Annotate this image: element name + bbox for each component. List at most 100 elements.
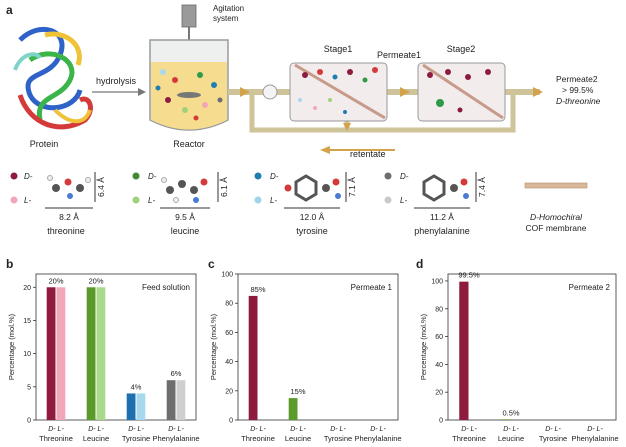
panel-a-label: a bbox=[6, 3, 13, 17]
bar-l-leucine bbox=[96, 287, 106, 420]
panel-a: a Protein hydrolysis Agitati bbox=[6, 3, 601, 236]
stage1-module bbox=[289, 62, 388, 122]
pair-label: D- L- bbox=[128, 426, 144, 433]
x-category-label: Tyrosine bbox=[122, 434, 150, 443]
y-tick-label: 20 bbox=[435, 390, 443, 397]
flow-arrow-down bbox=[343, 123, 351, 131]
molecule-leucine: D- L- 9.5 Å 6.1 Å leucine bbox=[132, 172, 229, 236]
agitation-label-2: system bbox=[213, 14, 239, 23]
hydrolysis-label: hydrolysis bbox=[96, 76, 137, 86]
value-label: 0.5% bbox=[502, 408, 519, 417]
protein-label: Protein bbox=[30, 139, 59, 149]
bar-l-tyrosine bbox=[136, 393, 146, 420]
molecule-name-leucine: leucine bbox=[171, 226, 200, 236]
flow-arrow-3 bbox=[533, 87, 543, 97]
y-tick-label: 80 bbox=[435, 306, 443, 313]
y-tick-label: 0 bbox=[439, 418, 443, 425]
molecule-tyrosine: D- L- 12.0 Å 7.1 Å tyrosine bbox=[254, 172, 357, 236]
flow-arrow-2 bbox=[400, 87, 410, 97]
pair-label: D- L- bbox=[370, 426, 386, 433]
bar-d-leucine bbox=[86, 287, 96, 420]
bar-d-threonine bbox=[248, 295, 258, 420]
y-tick-label: 40 bbox=[225, 359, 233, 366]
panel-label-b: b bbox=[6, 257, 13, 271]
pair-label: D- L- bbox=[290, 426, 306, 433]
svg-text:7.4 Å: 7.4 Å bbox=[477, 177, 487, 197]
molecule-name-threonine: threonine bbox=[47, 226, 85, 236]
hydrolysis-arrowhead bbox=[138, 88, 146, 96]
permeate2-line3: D-threonine bbox=[556, 96, 601, 106]
value-label: 4% bbox=[131, 382, 142, 391]
plot-frame bbox=[35, 273, 197, 421]
y-tick-label: 60 bbox=[435, 334, 443, 341]
svg-text:8.2 Å: 8.2 Å bbox=[59, 212, 79, 222]
y-tick-label: 0 bbox=[229, 418, 233, 425]
x-category-label: Leucine bbox=[498, 434, 524, 443]
membrane-label-2: COF membrane bbox=[526, 223, 587, 233]
svg-text:12.0 Å: 12.0 Å bbox=[300, 212, 325, 222]
y-tick-label: 100 bbox=[431, 278, 443, 285]
bar-d-phenylalanine bbox=[166, 380, 176, 420]
agitation-label-1: Agitation bbox=[213, 4, 244, 13]
pair-label: D- L- bbox=[250, 426, 266, 433]
bar-l-phenylalanine bbox=[176, 380, 186, 420]
x-category-label: Threonine bbox=[452, 434, 486, 443]
y-tick-label: 80 bbox=[225, 301, 233, 308]
bar-d-threonine bbox=[46, 287, 56, 420]
bar-d-tyrosine bbox=[126, 393, 136, 420]
svg-text:L-: L- bbox=[24, 196, 31, 205]
svg-text:11.2 Å: 11.2 Å bbox=[430, 212, 454, 222]
svg-text:D-: D- bbox=[148, 172, 157, 181]
y-tick-label: 100 bbox=[221, 272, 233, 279]
stage2-module bbox=[417, 62, 506, 122]
pair-label: D- L- bbox=[503, 426, 519, 433]
x-category-label: Phenylalanine bbox=[152, 434, 199, 443]
value-label: 20% bbox=[48, 276, 63, 285]
value-label: 20% bbox=[88, 276, 103, 285]
membrane-label-1: D-Homochiral bbox=[530, 212, 583, 222]
y-tick-label: 20 bbox=[225, 388, 233, 395]
y-axis-label: Percentage (mol.%) bbox=[7, 313, 16, 380]
pair-label: D- L- bbox=[330, 426, 346, 433]
svg-text:D-: D- bbox=[24, 172, 33, 181]
stage1-label: Stage1 bbox=[324, 44, 353, 54]
pair-label: D- L- bbox=[48, 426, 64, 433]
pair-label: D- L- bbox=[587, 426, 603, 433]
y-axis-label: Percentage (mol.%) bbox=[209, 313, 218, 380]
retentate-label: retentate bbox=[350, 149, 386, 159]
bar-d-leucine bbox=[288, 398, 298, 420]
chart-annotation: Permeate 1 bbox=[351, 283, 393, 292]
bar-d-threonine bbox=[459, 281, 469, 420]
svg-text:D-: D- bbox=[400, 172, 409, 181]
x-category-label: Threonine bbox=[39, 434, 73, 443]
x-category-label: Tyrosine bbox=[539, 434, 567, 443]
molecule-phenylalanine: D- L- 11.2 Å 7.4 Å phenylalanine bbox=[384, 172, 487, 236]
panel-label-d: d bbox=[416, 257, 423, 271]
permeate2-line1: Permeate2 bbox=[556, 74, 598, 84]
svg-text:L-: L- bbox=[270, 196, 277, 205]
bar-d-leucine bbox=[501, 419, 511, 420]
value-label: 15% bbox=[290, 387, 305, 396]
panel-label-c: c bbox=[208, 257, 215, 271]
x-category-label: Tyrosine bbox=[324, 434, 352, 443]
x-category-label: Phenylalanine bbox=[571, 434, 618, 443]
y-tick-label: 60 bbox=[225, 330, 233, 337]
y-tick-label: 0 bbox=[27, 418, 31, 425]
x-category-label: Leucine bbox=[285, 434, 311, 443]
chart-annotation: Permeate 2 bbox=[569, 283, 611, 292]
molecule-threonine: D- L- 8.2 Å 6.4 Å threonine bbox=[10, 172, 106, 236]
molecule-name-phenylalanine: phenylalanine bbox=[414, 226, 470, 236]
svg-text:7.1 Å: 7.1 Å bbox=[347, 177, 357, 197]
reactor-label: Reactor bbox=[173, 139, 205, 149]
pair-label: D- L- bbox=[88, 426, 104, 433]
svg-text:9.5 Å: 9.5 Å bbox=[175, 212, 195, 222]
x-category-label: Phenylalanine bbox=[354, 434, 401, 443]
protein-structure-image bbox=[13, 26, 93, 130]
membrane-swatch bbox=[524, 182, 588, 189]
svg-text:6.4 Å: 6.4 Å bbox=[96, 177, 106, 197]
value-label: 85% bbox=[250, 285, 265, 294]
bar-l-threonine bbox=[56, 287, 66, 420]
